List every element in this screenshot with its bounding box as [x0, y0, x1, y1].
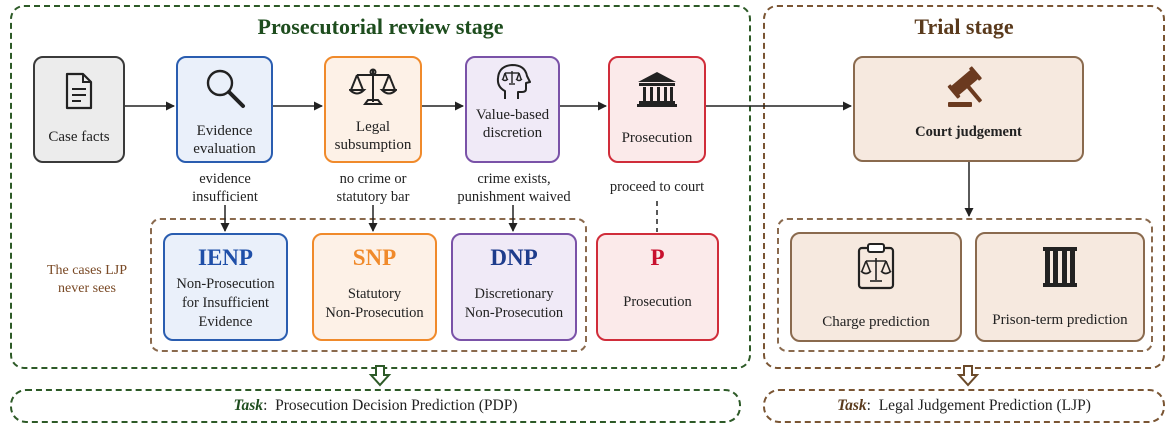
snp-code: SNP [352, 245, 397, 270]
prison-term-prediction-node: Prison-term prediction [975, 232, 1145, 342]
trial-stage-title: Trial stage [914, 14, 1014, 39]
legal-subsumption-node: Legal subsumption [324, 56, 422, 163]
edge-line: insufficient [192, 189, 258, 205]
dnp-code: DNP [490, 245, 538, 270]
edge-line: punishment waived [457, 189, 571, 205]
clipboard-scales-icon [856, 242, 896, 295]
ienp-code: IENP [198, 245, 253, 270]
pdp-task-word: Task [233, 397, 264, 414]
charge-prediction-label: Charge prediction [822, 314, 930, 330]
legal-label-1: Legal [355, 119, 391, 135]
value-discretion-node: Value-based discretion [465, 56, 560, 163]
magnifier-icon [203, 66, 247, 115]
case-facts-label: Case facts [48, 129, 110, 145]
scales-icon [347, 66, 399, 113]
gavel-icon [944, 66, 994, 115]
courthouse-icon [635, 70, 679, 113]
snp-desc: Statutory Non-Prosecution [325, 285, 423, 323]
desc-line: Prosecution [623, 294, 692, 310]
head-scales-icon [493, 63, 533, 106]
edge-line: statutory bar [336, 189, 410, 205]
edge-line: evidence [199, 171, 251, 187]
legal-label-2: subsumption [334, 137, 412, 153]
desc-line: Non-Prosecution [176, 276, 275, 292]
case-facts-node: Case facts [33, 56, 125, 163]
ienp-desc: Non-Prosecution for Insufficient Evidenc… [176, 275, 274, 332]
evidence-label-2: evaluation [193, 141, 256, 157]
evidence-evaluation-node: Evidence evaluation [176, 56, 273, 163]
snp-outcome: SNP Statutory Non-Prosecution [312, 233, 437, 341]
unseen-note-line: The cases LJP [46, 263, 128, 278]
desc-line: Non-Prosecution [325, 305, 424, 321]
unseen-cases-group [150, 218, 587, 352]
desc-line: Discretionary [474, 286, 554, 302]
ienp-outcome: IENP Non-Prosecution for Insufficient Ev… [163, 233, 288, 341]
evidence-label-1: Evidence [196, 123, 253, 139]
charge-prediction-node: Charge prediction [790, 232, 962, 342]
desc-line: Evidence [198, 314, 253, 330]
edge-label-crime-exists: crime exists, punishment waived [440, 170, 588, 206]
value-label-2: discretion [482, 125, 543, 141]
edge-label-proceed: proceed to court [592, 178, 722, 196]
unseen-note-line: never sees [58, 281, 116, 296]
court-judgement-label: Court judgement [915, 124, 1022, 140]
edge-label-no-crime: no crime or statutory bar [308, 170, 438, 206]
court-judgement-node: Court judgement [853, 56, 1084, 162]
desc-line: Non-Prosecution [464, 305, 564, 321]
p-outcome: P Prosecution [596, 233, 719, 341]
value-label-1: Value-based [475, 107, 550, 123]
desc-line: for Insufficient [181, 295, 270, 311]
p-code: P [650, 245, 665, 270]
edge-line: proceed to court [609, 179, 705, 195]
dnp-desc: Discretionary Non-Prosecution [465, 285, 563, 323]
pdp-task-text: : Prosecution Decision Prediction (PDP) [263, 397, 518, 414]
edge-label-evidence-insufficient: evidence insufficient [160, 170, 290, 206]
document-icon [64, 72, 94, 115]
p-desc: Prosecution [623, 293, 691, 312]
unseen-cases-note: The cases LJP never sees [26, 262, 148, 298]
edge-line: no crime or [339, 171, 407, 187]
dnp-outcome: DNP Discretionary Non-Prosecution [451, 233, 577, 341]
ljp-task-word: Task [837, 397, 867, 414]
prison-term-prediction-label: Prison-term prediction [992, 312, 1128, 328]
prediction-group [777, 218, 1153, 352]
prosecution-node: Prosecution [608, 56, 706, 163]
edge-line: crime exists, [477, 171, 551, 187]
pdp-task-bar: Task : Prosecution Decision Prediction (… [10, 389, 741, 423]
prison-bars-icon [1042, 246, 1078, 293]
prosecutorial-stage-title: Prosecutorial review stage [257, 14, 504, 39]
prosecution-label: Prosecution [621, 130, 693, 146]
ljp-task-bar: Task : Legal Judgement Prediction (LJP) [763, 389, 1165, 423]
ljp-task-text: : Legal Judgement Prediction (LJP) [866, 397, 1091, 414]
desc-line: Statutory [347, 286, 402, 302]
